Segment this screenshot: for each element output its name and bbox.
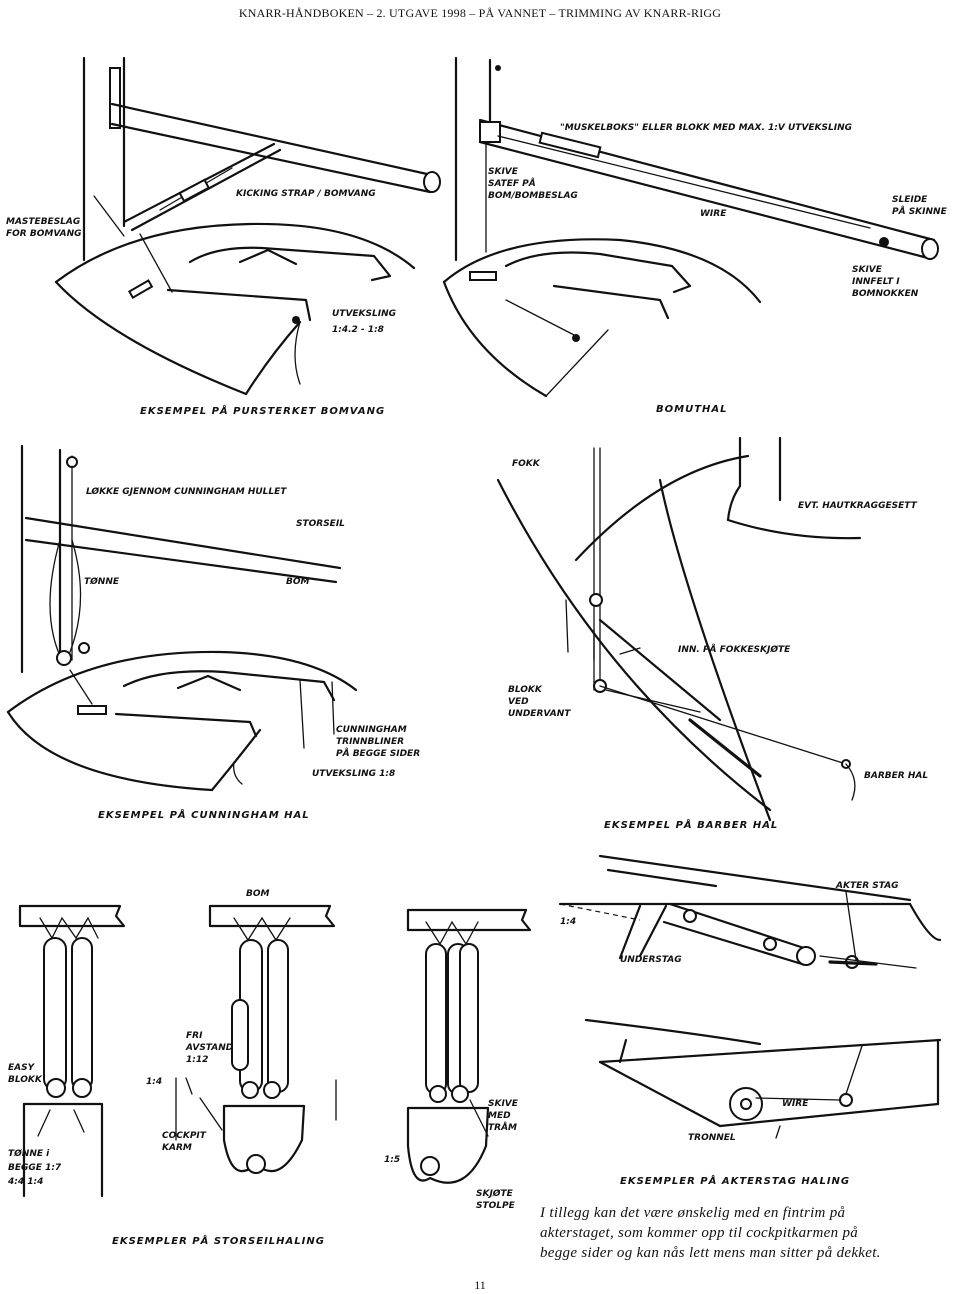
svg-text:UTVEKSLING: UTVEKSLING bbox=[332, 309, 396, 319]
svg-text:MED: MED bbox=[488, 1111, 511, 1121]
svg-text:CUNNINGHAM: CUNNINGHAM bbox=[336, 725, 407, 735]
svg-text:INNFELT I: INNFELT I bbox=[852, 277, 900, 287]
figure-caption: EKSEMPLER PÅ AKTERSTAG HALING bbox=[620, 1174, 850, 1187]
svg-text:"MUSKELBOKS" ELLER BLOKK MED M: "MUSKELBOKS" ELLER BLOKK MED MAX. 1:V UT… bbox=[560, 123, 852, 133]
svg-text:PÅ BEGGE SIDER: PÅ BEGGE SIDER bbox=[336, 748, 420, 759]
svg-text:TRINNBLINER: TRINNBLINER bbox=[336, 737, 404, 747]
running-header: KNARR-HÅNDBOKEN – 2. UTGAVE 1998 – PÅ VA… bbox=[238, 6, 722, 20]
svg-text:TØNNE i: TØNNE i bbox=[8, 1148, 50, 1159]
svg-text:BOM: BOM bbox=[286, 577, 310, 587]
svg-text:4:4 1:4: 4:4 1:4 bbox=[7, 1177, 43, 1187]
svg-text:BOM/BOMBESLAG: BOM/BOMBESLAG bbox=[488, 191, 578, 201]
figure-caption: EKSEMPEL PÅ CUNNINGHAM HAL bbox=[98, 808, 310, 821]
svg-text:INN. PÅ FOKKESKJØTE: INN. PÅ FOKKESKJØTE bbox=[678, 644, 791, 655]
svg-text:1:5: 1:5 bbox=[384, 1155, 400, 1165]
figure-caption: EKSEMPLER PÅ STORSEILHALING bbox=[112, 1234, 325, 1247]
svg-text:BEGGE 1:7: BEGGE 1:7 bbox=[8, 1163, 62, 1173]
svg-text:SKIVE: SKIVE bbox=[488, 1099, 519, 1109]
svg-text:FOKK: FOKK bbox=[512, 459, 541, 469]
figure-bomvang: MASTEBESLAG FOR BOMVANG KICKING STRAP / … bbox=[6, 56, 441, 417]
svg-text:UNDERSTAG: UNDERSTAG bbox=[620, 955, 682, 965]
svg-text:EVT. HAUTKRAGGESETT: EVT. HAUTKRAGGESETT bbox=[798, 501, 918, 511]
svg-text:COCKPIT: COCKPIT bbox=[162, 1131, 207, 1141]
svg-text:1:4: 1:4 bbox=[146, 1077, 162, 1087]
svg-text:BLOKK: BLOKK bbox=[508, 685, 543, 695]
page-number: 11 bbox=[474, 1278, 486, 1292]
svg-text:MASTEBESLAG: MASTEBESLAG bbox=[6, 217, 80, 227]
svg-text:BOMNOKKEN: BOMNOKKEN bbox=[852, 289, 919, 299]
svg-text:KARM: KARM bbox=[162, 1143, 192, 1153]
svg-text:UNDERVANT: UNDERVANT bbox=[508, 709, 571, 719]
body-caption: I tillegg kan det være ønskelig med en f… bbox=[540, 1203, 950, 1263]
svg-text:1:12: 1:12 bbox=[186, 1055, 208, 1065]
svg-text:1:4: 1:4 bbox=[560, 917, 576, 927]
svg-text:UTVEKSLING 1:8: UTVEKSLING 1:8 bbox=[312, 769, 395, 779]
figure-barber: FOKK EVT. HAUTKRAGGESETT INN. PÅ FOKKESK… bbox=[496, 436, 928, 831]
svg-text:SATEF PÅ: SATEF PÅ bbox=[488, 178, 536, 189]
svg-text:TØNNE: TØNNE bbox=[84, 576, 120, 587]
svg-text:BLOKK: BLOKK bbox=[8, 1075, 43, 1085]
svg-text:TRÅM: TRÅM bbox=[488, 1122, 517, 1133]
figure-akterstag: AKTER STAG 1:4 UNDERSTAG WIRE TRONNEL EK… bbox=[558, 854, 942, 1187]
svg-text:SKIVE: SKIVE bbox=[488, 167, 519, 177]
svg-text:VED: VED bbox=[508, 697, 529, 707]
svg-text:SKJØTE: SKJØTE bbox=[476, 1188, 514, 1199]
caption-line: I tillegg kan det være ønskelig med en f… bbox=[540, 1205, 846, 1221]
svg-text:PÅ SKINNE: PÅ SKINNE bbox=[892, 206, 948, 217]
svg-text:KICKING STRAP / BOMVANG: KICKING STRAP / BOMVANG bbox=[236, 189, 376, 199]
caption-line: begge sider og kan nås lett mens man sit… bbox=[540, 1245, 881, 1261]
fig5-bom: BOM bbox=[246, 889, 270, 899]
svg-text:WIRE: WIRE bbox=[782, 1099, 809, 1109]
svg-text:1:4.2 - 1:8: 1:4.2 - 1:8 bbox=[332, 325, 384, 335]
svg-text:AVSTAND: AVSTAND bbox=[185, 1043, 234, 1053]
svg-text:SKIVE: SKIVE bbox=[852, 265, 883, 275]
figure-cunningham: LØKKE GJENNOM CUNNINGHAM HULLET STORSEIL… bbox=[6, 444, 420, 821]
svg-text:STORSEIL: STORSEIL bbox=[296, 519, 345, 529]
svg-text:WIRE: WIRE bbox=[700, 209, 727, 219]
figure-caption: EKSEMPEL PÅ BARBER HAL bbox=[604, 818, 778, 831]
svg-text:TRONNEL: TRONNEL bbox=[688, 1133, 736, 1143]
svg-text:AKTER STAG: AKTER STAG bbox=[835, 881, 899, 891]
figure-storseilhaling: BOM EASY BLOKK 1:4 FRI AVSTAND 1:12 COCK… bbox=[7, 889, 532, 1247]
svg-text:EASY: EASY bbox=[8, 1063, 36, 1073]
svg-text:LØKKE GJENNOM CUNNINGHAM HULLE: LØKKE GJENNOM CUNNINGHAM HULLET bbox=[86, 486, 287, 497]
svg-text:BARBER HAL: BARBER HAL bbox=[864, 771, 928, 781]
figure-bomuthal: "MUSKELBOKS" ELLER BLOKK MED MAX. 1:V UT… bbox=[442, 56, 948, 415]
figure-caption: BOMUTHAL bbox=[656, 404, 728, 415]
svg-text:FOR BOMVANG: FOR BOMVANG bbox=[6, 229, 82, 239]
svg-text:FRI: FRI bbox=[186, 1031, 203, 1041]
caption-line: akterstaget, som kommer opp til cockpitk… bbox=[540, 1225, 859, 1241]
figure-caption: EKSEMPEL PÅ PURSTERKET BOMVANG bbox=[140, 404, 385, 417]
svg-text:SLEIDE: SLEIDE bbox=[892, 195, 928, 205]
svg-text:STOLPE: STOLPE bbox=[476, 1201, 516, 1211]
